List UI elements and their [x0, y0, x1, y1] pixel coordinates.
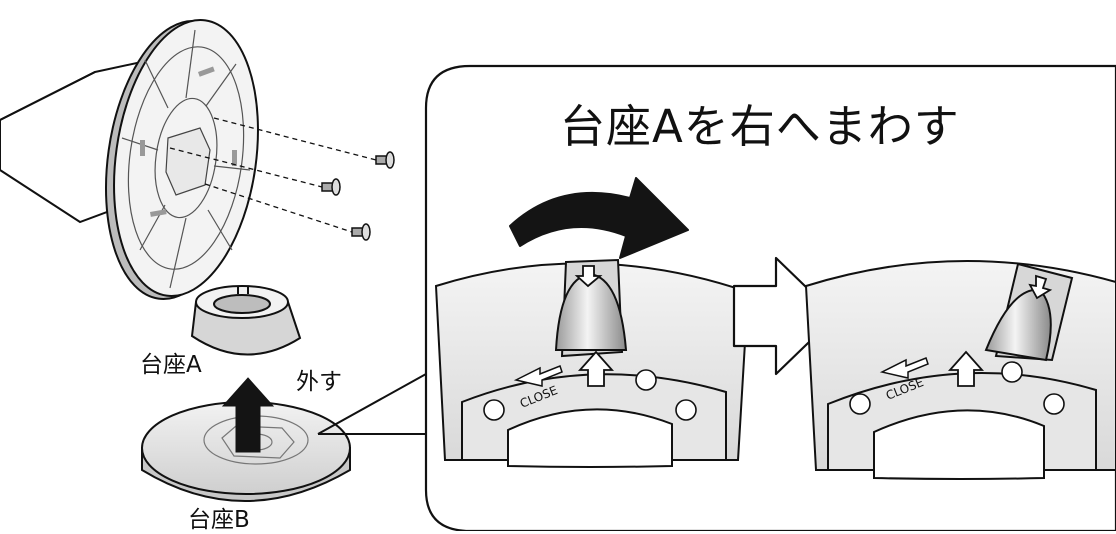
up-arrow-icon: [947, 350, 985, 387]
base-a-label: 台座A: [140, 352, 202, 378]
up-arrow-icon: [577, 350, 615, 387]
wall-plate: [104, 19, 259, 300]
hollow-arrow-right-icon: [732, 256, 838, 376]
close-arrow-icon: [879, 357, 929, 379]
ring-detail-after: [804, 260, 1116, 480]
hole-icon: [1043, 393, 1065, 415]
callout-connector: [317, 373, 427, 435]
curved-arrow-right-icon: [509, 177, 689, 259]
ring-detail-before: [434, 258, 750, 468]
base-a-collar: [190, 285, 302, 356]
pointer-arrow-icon: [574, 265, 603, 288]
close-arrow-icon: [513, 365, 563, 387]
hole-icon: [483, 399, 505, 421]
callout-title: 台座Aを右へまわす: [560, 100, 960, 153]
base-b-label: 台座B: [188, 507, 250, 533]
hole-icon: [1001, 361, 1023, 383]
hole-icon: [849, 393, 871, 415]
hole-icon: [635, 369, 657, 391]
hole-icon: [675, 399, 697, 421]
screw-icon: [321, 151, 395, 241]
pointer-arrow-icon: [1028, 274, 1053, 300]
screw-guide-lines: [169, 117, 377, 233]
remove-label: 外す: [296, 369, 342, 395]
lift-arrow-icon: [221, 377, 275, 453]
